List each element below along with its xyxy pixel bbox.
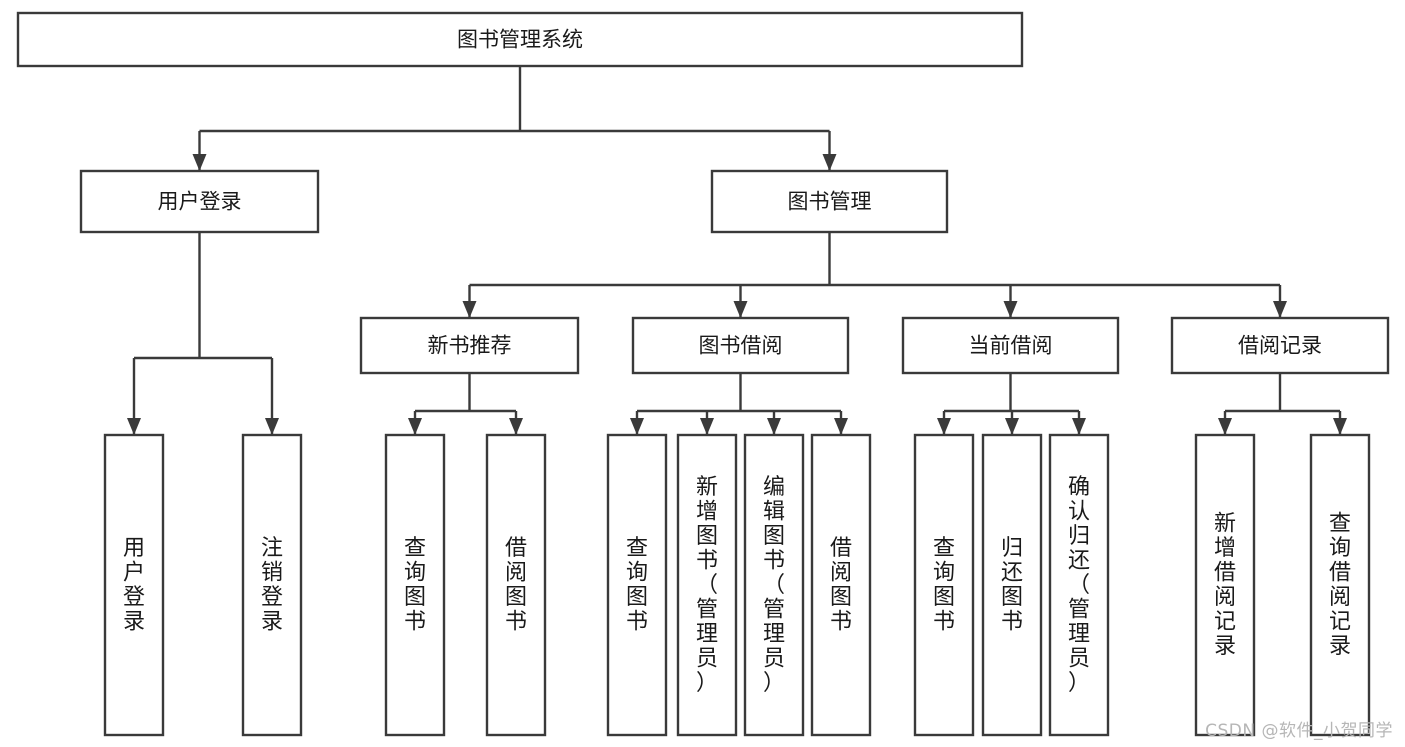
- node-box-leaf-query-borrow-record: [1309, 433, 1371, 737]
- node-book-borrow[interactable]: 图书借阅: [631, 316, 850, 375]
- edge-arrow-icon: [408, 418, 422, 435]
- edge-arrow-icon: [822, 154, 837, 171]
- node-label-new-book-recommend: 新书推荐: [428, 334, 512, 358]
- edge-arrow-icon: [1072, 418, 1086, 435]
- node-borrow-records[interactable]: 借阅记录: [1170, 316, 1390, 375]
- node-box-root: [16, 11, 1024, 68]
- edge-arrow-icon: [834, 418, 848, 435]
- node-leaf-borrow-book-recommend[interactable]: 借阅图书: [485, 433, 547, 737]
- node-root[interactable]: 图书管理系统: [16, 11, 1024, 68]
- node-box-leaf-add-book-admin: [676, 433, 738, 737]
- edge-arrow-icon: [1333, 418, 1347, 435]
- node-box-user-login-module: [79, 169, 320, 234]
- edge-arrow-icon: [937, 418, 951, 435]
- node-leaf-add-book-admin[interactable]: 新增图书（管理员）: [676, 433, 738, 737]
- node-box-leaf-confirm-return-admin: [1048, 433, 1110, 737]
- node-leaf-query-book-current[interactable]: 查询图书: [913, 433, 975, 737]
- node-leaf-query-book-recommend[interactable]: 查询图书: [384, 433, 446, 737]
- node-label-leaf-query-book-recommend: 查询图书: [404, 536, 426, 635]
- node-box-leaf-borrow-book-recommend: [485, 433, 547, 737]
- node-leaf-user-login[interactable]: 用户登录: [103, 433, 165, 737]
- node-leaf-add-borrow-record[interactable]: 新增借阅记录: [1194, 433, 1256, 737]
- node-box-leaf-borrow-book: [810, 433, 872, 737]
- node-box-book-management-module: [710, 169, 949, 234]
- node-leaf-return-book[interactable]: 归还图书: [981, 433, 1043, 737]
- node-label-leaf-confirm-return-admin: 确认归还（管理员）: [1068, 475, 1090, 696]
- node-label-leaf-add-borrow-record: 新增借阅记录: [1214, 512, 1236, 660]
- edge-arrow-icon: [630, 418, 644, 435]
- node-box-leaf-query-book-recommend: [384, 433, 446, 737]
- node-box-borrow-records: [1170, 316, 1390, 375]
- node-label-book-borrow: 图书借阅: [699, 334, 783, 358]
- edge-arrow-icon: [265, 418, 279, 435]
- edge-arrow-icon: [192, 154, 207, 171]
- node-label-user-login-module: 用户登录: [158, 190, 242, 214]
- edge-arrow-icon: [700, 418, 714, 435]
- node-box-leaf-logout: [241, 433, 303, 737]
- node-box-book-borrow: [631, 316, 850, 375]
- node-label-current-borrow: 当前借阅: [969, 334, 1053, 358]
- node-label-leaf-add-book-admin: 新增图书（管理员）: [696, 475, 718, 696]
- node-leaf-query-book-borrow[interactable]: 查询图书: [606, 433, 668, 737]
- node-book-management-module[interactable]: 图书管理: [710, 169, 949, 234]
- node-label-leaf-borrow-book: 借阅图书: [830, 536, 852, 635]
- node-leaf-logout[interactable]: 注销登录: [241, 433, 303, 737]
- edge-arrow-icon: [509, 418, 523, 435]
- node-box-leaf-user-login: [103, 433, 165, 737]
- edge-arrow-icon: [127, 418, 141, 435]
- node-current-borrow[interactable]: 当前借阅: [901, 316, 1120, 375]
- node-leaf-borrow-book[interactable]: 借阅图书: [810, 433, 872, 737]
- edges-layer: [127, 66, 1347, 435]
- node-label-leaf-borrow-book-recommend: 借阅图书: [505, 536, 527, 635]
- node-box-leaf-edit-book-admin: [743, 433, 805, 737]
- node-box-current-borrow: [901, 316, 1120, 375]
- edge-arrow-icon: [462, 301, 477, 318]
- edge-arrow-icon: [1273, 301, 1287, 318]
- edge-arrow-icon: [1005, 418, 1019, 435]
- node-box-new-book-recommend: [359, 316, 580, 375]
- edge-arrow-icon: [1003, 301, 1018, 318]
- node-label-leaf-query-book-current: 查询图书: [933, 536, 955, 635]
- node-box-leaf-query-book-borrow: [606, 433, 668, 737]
- node-label-borrow-records: 借阅记录: [1238, 334, 1322, 358]
- node-leaf-edit-book-admin[interactable]: 编辑图书（管理员）: [743, 433, 805, 737]
- node-label-leaf-logout: 注销登录: [261, 536, 283, 635]
- node-label-leaf-query-borrow-record: 查询借阅记录: [1329, 512, 1351, 660]
- edge-arrow-icon: [1218, 418, 1232, 435]
- node-new-book-recommend[interactable]: 新书推荐: [359, 316, 580, 375]
- node-box-leaf-add-borrow-record: [1194, 433, 1256, 737]
- nodes-layer: 图书管理系统用户登录图书管理新书推荐图书借阅当前借阅借阅记录用户登录注销登录查询…: [16, 11, 1390, 737]
- node-leaf-confirm-return-admin[interactable]: 确认归还（管理员）: [1048, 433, 1110, 737]
- node-leaf-query-borrow-record[interactable]: 查询借阅记录: [1309, 433, 1371, 737]
- node-label-book-management-module: 图书管理: [788, 190, 872, 214]
- edge-arrow-icon: [733, 301, 748, 318]
- node-user-login-module[interactable]: 用户登录: [79, 169, 320, 234]
- node-label-leaf-query-book-borrow: 查询图书: [626, 536, 648, 635]
- node-label-leaf-user-login: 用户登录: [123, 536, 145, 635]
- node-label-root: 图书管理系统: [457, 28, 583, 52]
- node-box-leaf-return-book: [981, 433, 1043, 737]
- edge-arrow-icon: [767, 418, 781, 435]
- node-label-leaf-return-book: 归还图书: [1001, 536, 1023, 635]
- node-label-leaf-edit-book-admin: 编辑图书（管理员）: [763, 475, 785, 696]
- node-box-leaf-query-book-current: [913, 433, 975, 737]
